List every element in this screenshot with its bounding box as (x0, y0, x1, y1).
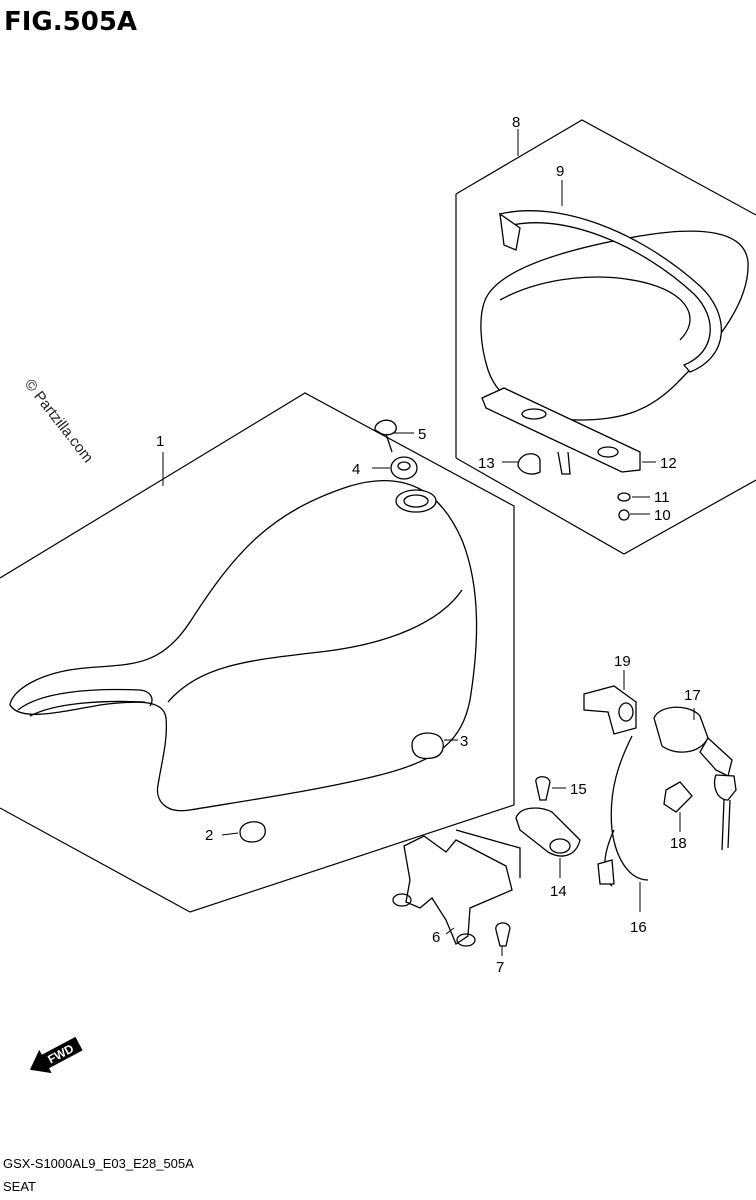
watermark: © Partzilla.com (21, 376, 97, 466)
callout-3[interactable]: 3 (460, 733, 468, 750)
part-4-5-fasteners (374, 419, 418, 480)
callout-14[interactable]: 14 (550, 883, 567, 900)
part-7-screw[interactable] (495, 922, 511, 947)
part-12-bracket[interactable] (481, 387, 641, 473)
part-16-cable[interactable] (610, 735, 649, 881)
callout-11[interactable]: 11 (654, 489, 670, 506)
callout-9[interactable]: 9 (556, 163, 564, 180)
callout-4[interactable]: 4 (352, 461, 360, 478)
callout-19[interactable]: 19 (614, 653, 631, 670)
seat-cushion[interactable] (9, 479, 478, 812)
model-code: GSX-S1000AL9_E03_E28_505A (3, 1156, 194, 1171)
fwd-arrow: FWD (29, 1036, 83, 1074)
callout-6[interactable]: 6 (432, 929, 440, 946)
main-seat-group (0, 392, 515, 913)
figure-title: FIG.505A (4, 7, 137, 37)
part-11-washer[interactable] (617, 492, 631, 502)
callout-13[interactable]: 13 (478, 455, 495, 472)
callout-5[interactable]: 5 (418, 426, 426, 443)
callout-2[interactable]: 2 (205, 827, 213, 844)
callout-16[interactable]: 16 (630, 919, 647, 936)
part-2-cushion[interactable] (239, 821, 266, 843)
part-18-clip[interactable] (663, 781, 693, 813)
callout-7[interactable]: 7 (496, 959, 504, 976)
pillion-seat-cushion[interactable] (480, 230, 749, 421)
callout-10[interactable]: 10 (654, 507, 671, 524)
callout-15[interactable]: 15 (570, 781, 587, 798)
part-10-nut[interactable] (618, 509, 630, 521)
part-14-housing[interactable] (515, 807, 581, 857)
part-6-bracket[interactable] (403, 835, 513, 945)
part-17-lock[interactable] (653, 706, 709, 753)
section-name: SEAT (3, 1179, 36, 1194)
part-15-bolt[interactable] (535, 776, 551, 801)
callout-12[interactable]: 12 (660, 455, 677, 472)
callout-labels: 1 2 3 4 5 6 7 8 9 10 11 12 13 14 15 16 1… (156, 114, 701, 976)
pillion-seat-group (455, 119, 756, 555)
part-19-bracket[interactable] (583, 685, 637, 735)
callout-leaders (162, 129, 695, 956)
callout-18[interactable]: 18 (670, 835, 687, 852)
callout-1[interactable]: 1 (156, 433, 164, 450)
callout-17[interactable]: 17 (684, 687, 701, 704)
part-9-strap[interactable] (498, 210, 722, 373)
callout-8[interactable]: 8 (512, 114, 520, 131)
part-13-bumper[interactable] (517, 453, 541, 475)
